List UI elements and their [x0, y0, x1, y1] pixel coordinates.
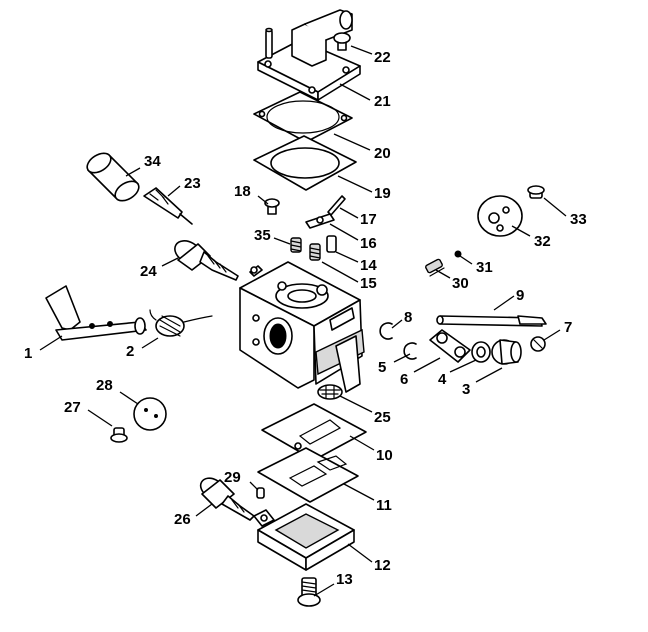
- part-12-end-cover: [253, 503, 355, 571]
- part-10-metering-diaphragm: [261, 403, 367, 461]
- callout-21: 21: [374, 93, 391, 110]
- callout-3: 3: [462, 381, 470, 398]
- callout-5: 5: [378, 359, 386, 376]
- part-2-torsion-spring: [149, 309, 213, 337]
- callout-23: 23: [184, 175, 201, 192]
- callout-28: 28: [96, 377, 113, 394]
- callout-35: 35: [254, 227, 271, 244]
- part-14-inlet-needle: [326, 235, 337, 253]
- callout-33: 33: [570, 211, 587, 228]
- part-34-limiter-cap: [86, 152, 140, 202]
- callout-12: 12: [374, 557, 391, 574]
- callout-11: 11: [376, 497, 392, 514]
- callout-26: 26: [174, 511, 191, 528]
- carburetor-body: [239, 261, 365, 393]
- callout-22: 22: [374, 49, 391, 66]
- leader-lines: [39, 45, 567, 597]
- callout-numbers: 22 21 20 19 18 17 16 14 15 35 34 23 24 1…: [24, 49, 587, 588]
- callout-32: 32: [534, 233, 551, 250]
- part-31-ball: [454, 250, 462, 258]
- part-32-cover: [477, 195, 523, 237]
- part-16-lever: [305, 213, 335, 229]
- part-9-choke-shaft: [436, 315, 547, 327]
- part-20-pump-diaphragm: [253, 91, 353, 143]
- part-26-idle-adjusting-screw: [199, 477, 255, 521]
- callout-8: 8: [404, 309, 412, 326]
- part-29-pin: [256, 487, 265, 499]
- part-4-washer: [471, 341, 491, 363]
- part-17-pin: [327, 195, 346, 216]
- callout-4: 4: [438, 371, 447, 388]
- callout-15: 15: [360, 275, 377, 292]
- callout-1: 1: [24, 345, 32, 362]
- callout-18: 18: [234, 183, 251, 200]
- part-24-low-speed-adjusting-screw: [174, 240, 239, 281]
- part-33-screw: [527, 185, 545, 199]
- part-22-screw: [333, 32, 351, 51]
- part-7-screw: [530, 336, 546, 352]
- callout-29: 29: [224, 469, 241, 486]
- part-11-gasket: [257, 447, 359, 503]
- callout-16: 16: [360, 235, 377, 252]
- callout-30: 30: [452, 275, 469, 292]
- callout-17: 17: [360, 211, 377, 228]
- callout-13: 13: [336, 571, 353, 588]
- callout-27: 27: [64, 399, 81, 416]
- part-3-plug: [491, 339, 522, 365]
- callout-6: 6: [400, 371, 408, 388]
- part-23-high-speed-adjusting-screw: [143, 187, 193, 225]
- part-6-choke-lever: [429, 329, 471, 363]
- callout-2: 2: [126, 343, 134, 360]
- callout-24: 24: [140, 263, 157, 280]
- callout-25: 25: [374, 409, 391, 426]
- part-18-screw: [264, 198, 280, 215]
- part-30-spring: [425, 258, 445, 277]
- part-8-e-clip: [379, 322, 393, 340]
- callout-7: 7: [564, 319, 572, 336]
- callout-19: 19: [374, 185, 391, 202]
- part-27-screw: [110, 427, 128, 443]
- part-28-disc: [133, 397, 167, 431]
- part-13-screw: [297, 577, 321, 607]
- callout-10: 10: [376, 447, 393, 464]
- callout-9: 9: [516, 287, 524, 304]
- part-1-throttle-shaft: [45, 285, 147, 341]
- part-25-strainer: [317, 384, 343, 400]
- part-15-spring: [309, 243, 321, 261]
- callout-14: 14: [360, 257, 377, 274]
- callout-31: 31: [476, 259, 493, 276]
- part-19-gasket: [253, 135, 357, 191]
- part-35-spring: [290, 237, 302, 253]
- callout-20: 20: [374, 145, 391, 162]
- callout-34: 34: [144, 153, 161, 170]
